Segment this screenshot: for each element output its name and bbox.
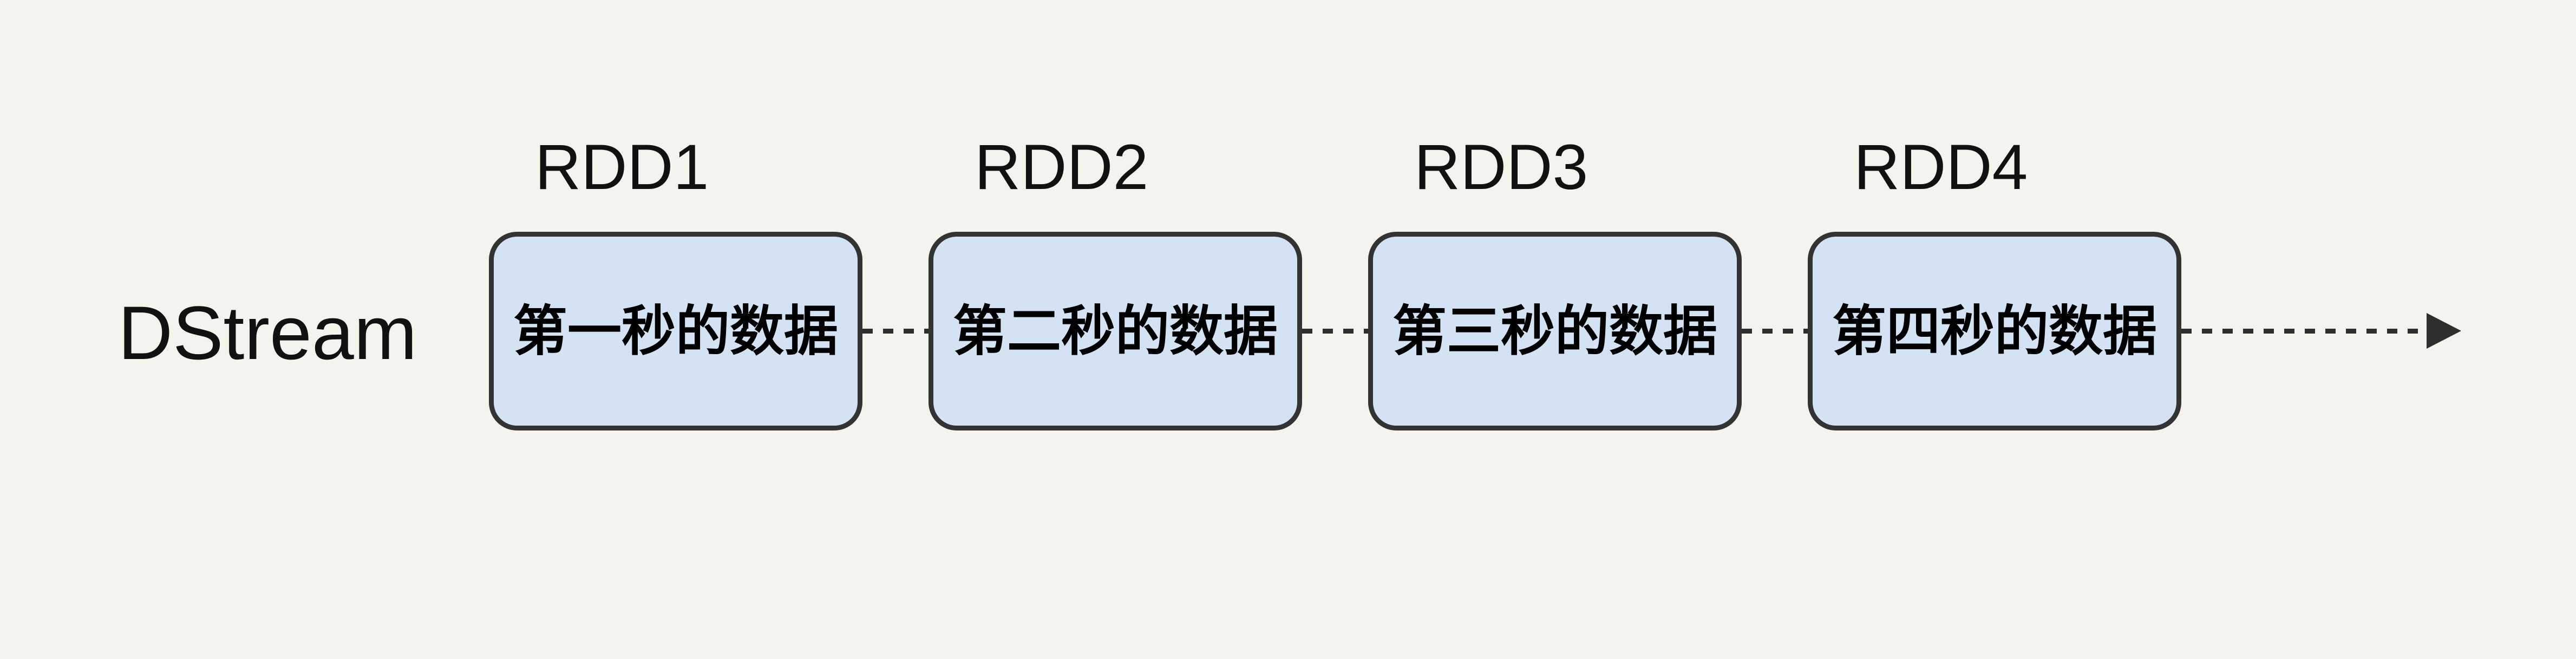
rdd-unit-rdd1: RDD1 第一秒的数据 — [489, 132, 929, 430]
dashed-connector — [1302, 329, 1368, 334]
arrowhead-icon — [2427, 313, 2461, 349]
rdd-unit-rdd4: RDD4 第四秒的数据 — [1808, 132, 2428, 430]
rdd-units-row: RDD1 第一秒的数据 RDD2 第二秒的数据 RDD3 第三秒的数据 RDD4… — [489, 135, 2576, 460]
rdd-unit-rdd3: RDD3 第三秒的数据 — [1368, 132, 1808, 430]
rdd-box-text: 第四秒的数据 — [1832, 301, 2157, 362]
dashed-connector — [862, 329, 929, 334]
rdd-label: RDD1 — [535, 132, 709, 203]
dashed-connector — [1742, 329, 1808, 334]
rdd-box: 第三秒的数据 — [1368, 232, 1742, 430]
rdd-label: RDD2 — [975, 132, 1149, 203]
rdd-label: RDD3 — [1414, 132, 1588, 203]
rdd-unit-rdd2: RDD2 第二秒的数据 — [929, 132, 1368, 430]
rdd-label: RDD4 — [1854, 132, 2028, 203]
dstream-label: DStream — [118, 290, 417, 375]
rdd-box: 第四秒的数据 — [1808, 232, 2181, 430]
rdd-box-text: 第二秒的数据 — [953, 301, 1278, 362]
dashed-arrow-connector — [2181, 329, 2428, 334]
rdd-box-text: 第一秒的数据 — [513, 301, 838, 362]
rdd-box: 第一秒的数据 — [489, 232, 862, 430]
rdd-box: 第二秒的数据 — [929, 232, 1302, 430]
rdd-box-text: 第三秒的数据 — [1392, 301, 1717, 362]
